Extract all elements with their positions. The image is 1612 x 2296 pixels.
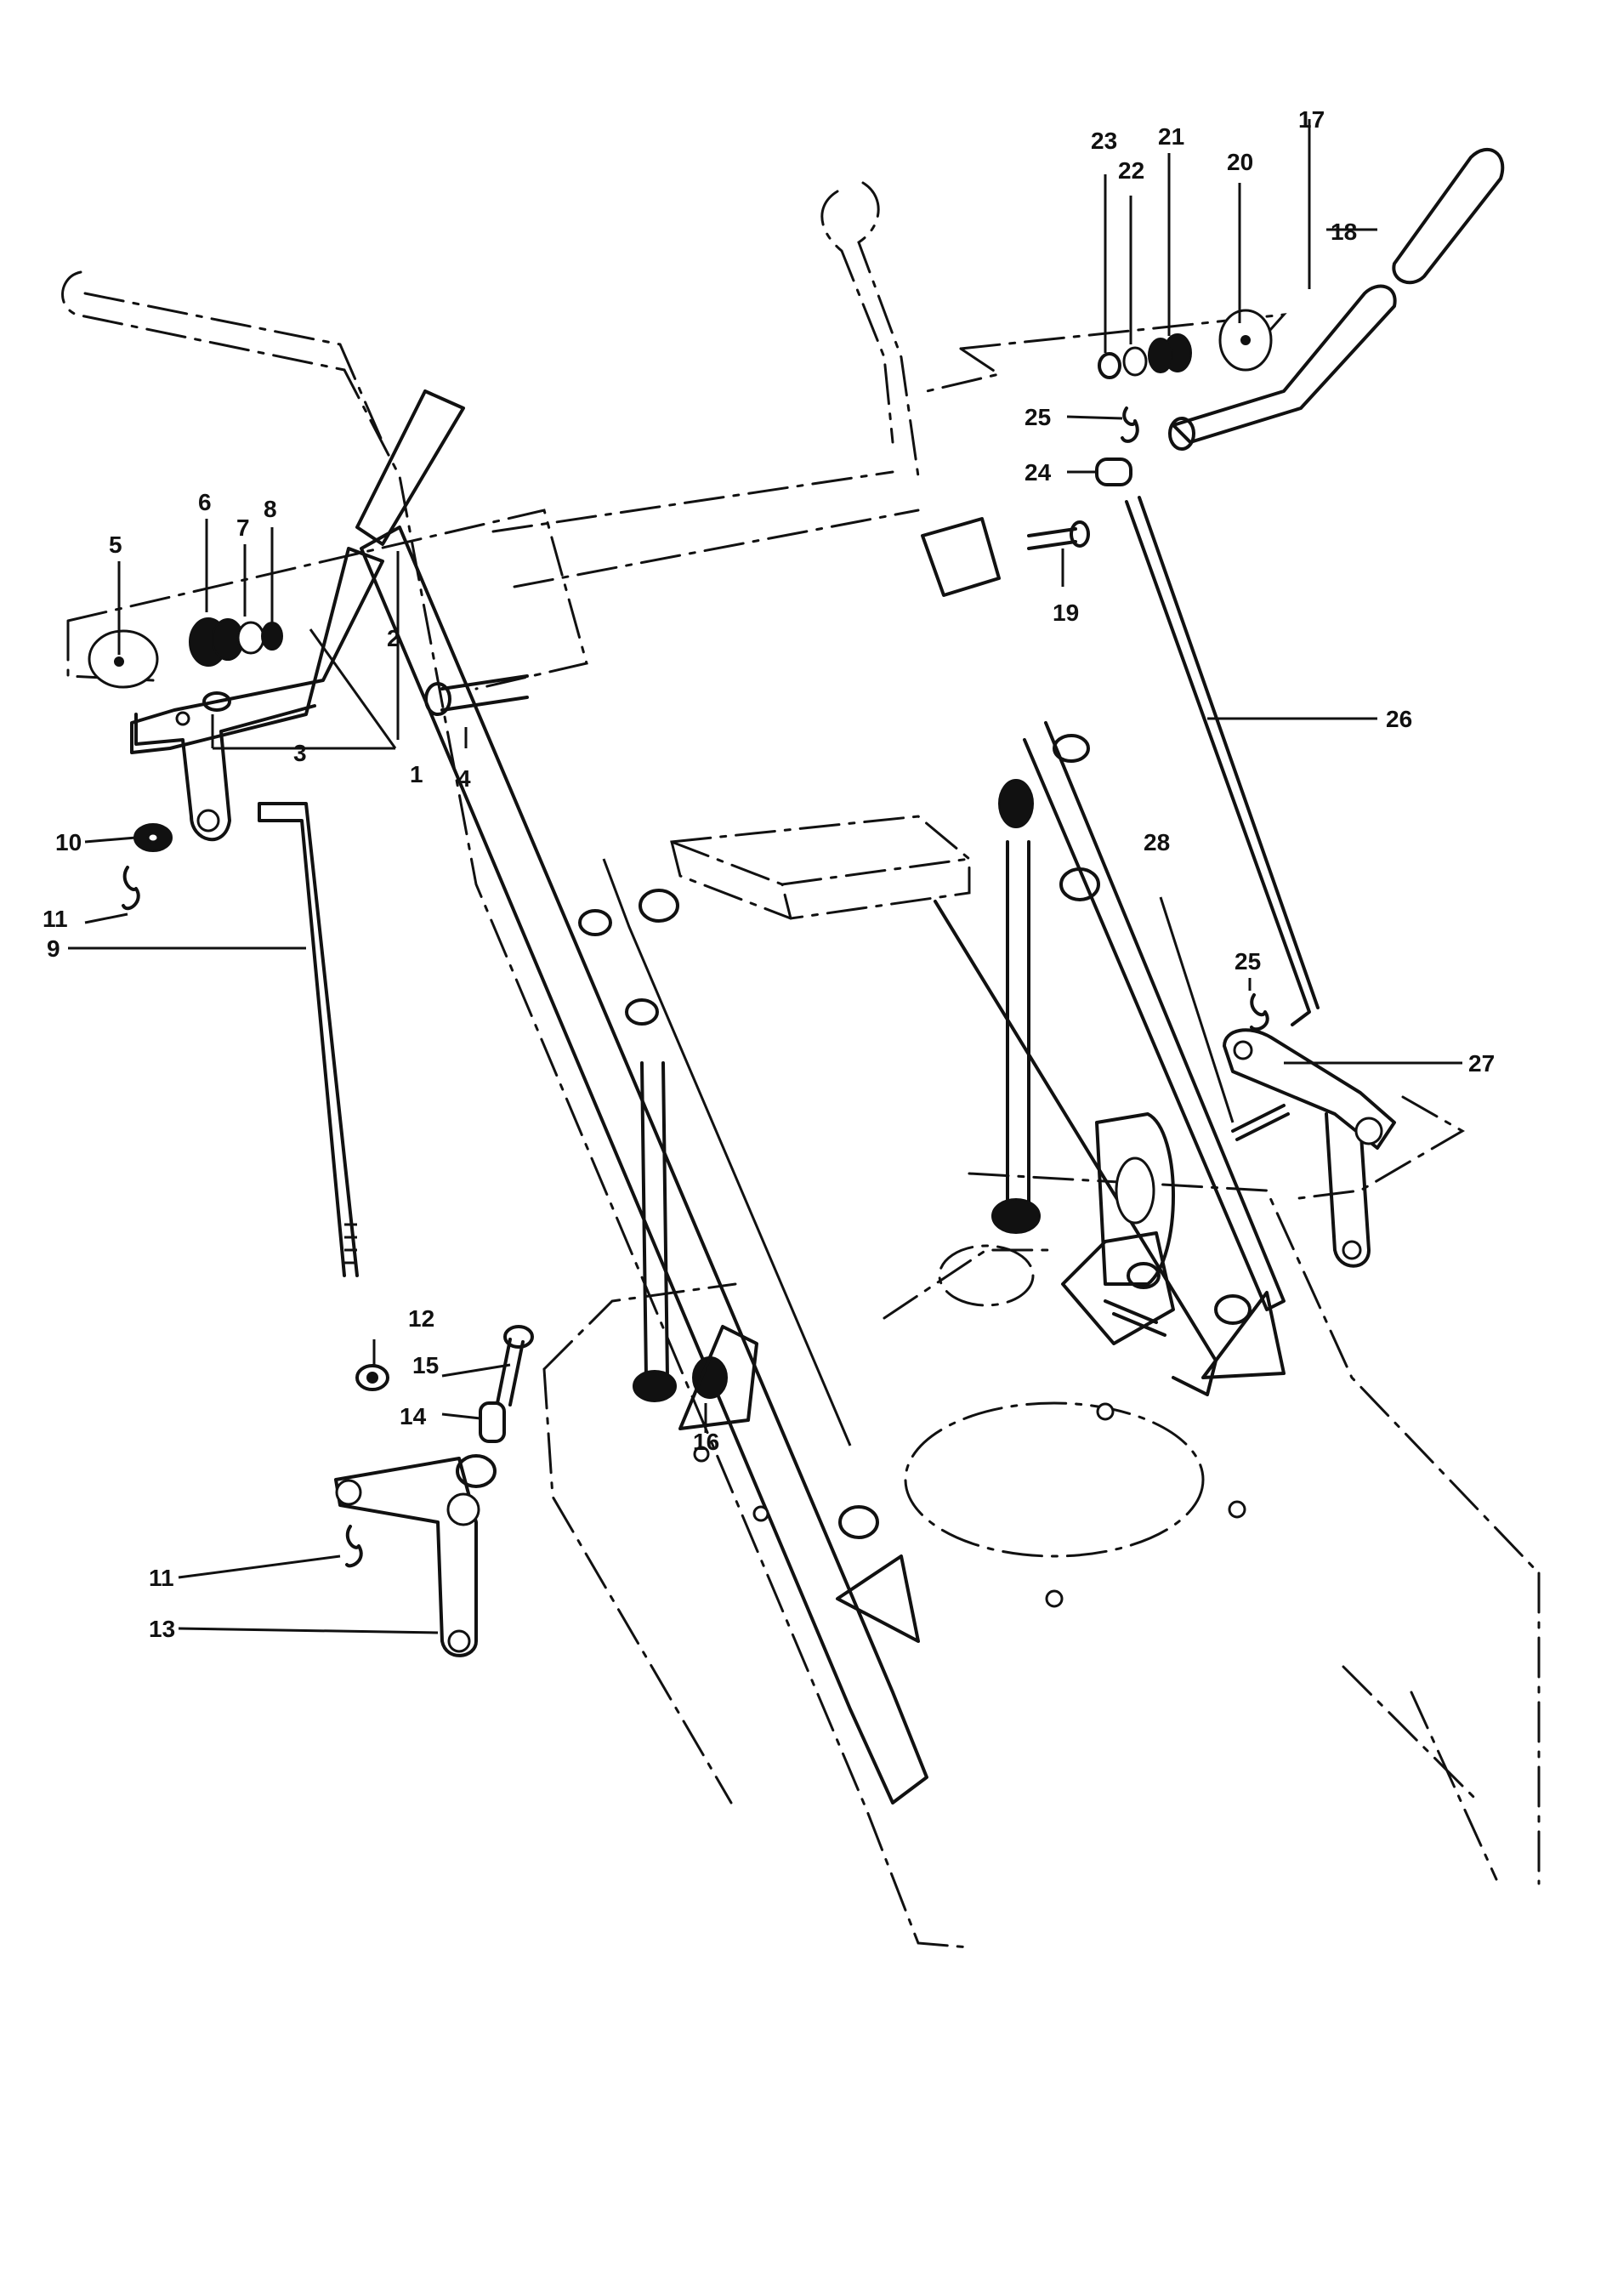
callout-16: 16 <box>693 1429 719 1455</box>
callout-6: 6 <box>198 489 212 515</box>
right-handle-bar <box>1023 721 1286 1311</box>
callout-7: 7 <box>236 514 250 541</box>
part-4-bolt <box>440 674 529 712</box>
callout-20: 20 <box>1227 149 1253 175</box>
left-grip-tube <box>355 389 465 546</box>
callout-9: 9 <box>47 935 60 962</box>
callout-11-lower: 11 <box>149 1565 174 1591</box>
callout-12: 12 <box>408 1305 434 1332</box>
part-28-link <box>1231 1104 1290 1141</box>
callout-10: 10 <box>55 829 82 855</box>
part-21-spring <box>1148 333 1192 373</box>
callout-22: 22 <box>1118 157 1144 184</box>
part-15-bolt <box>496 1338 525 1407</box>
leader-lines <box>68 119 1462 1634</box>
part-14-sleeve <box>479 1401 506 1443</box>
callout-3: 3 <box>293 740 307 766</box>
spring-assembly-left <box>189 617 283 667</box>
callout-17: 17 <box>1298 106 1325 133</box>
callout-26: 26 <box>1386 706 1412 732</box>
phantom-outlines <box>61 181 1541 1949</box>
callout-21: 21 <box>1158 123 1184 150</box>
callout-23: 23 <box>1091 128 1117 154</box>
callout-15: 15 <box>412 1352 439 1378</box>
callout-28: 28 <box>1144 829 1170 855</box>
part-17-lever <box>1172 284 1397 444</box>
part-24-pin <box>1095 457 1132 486</box>
part-16-nut <box>692 1356 728 1399</box>
callout-8: 8 <box>264 496 277 522</box>
callout-2: 2 <box>387 625 400 651</box>
callout-11-upper: 11 <box>43 906 68 932</box>
part-22-washer <box>1122 346 1148 377</box>
part-13-bell-crank <box>334 1454 497 1657</box>
callout-1: 1 <box>410 761 423 787</box>
part-25-clip-upper <box>1121 406 1139 443</box>
part-11-clip-upper <box>122 866 140 911</box>
part-23-nut <box>1098 352 1121 379</box>
part-12-connector <box>355 1364 389 1391</box>
left-handle-bar <box>360 526 928 1804</box>
callout-24: 24 <box>1025 459 1052 486</box>
part-27-bell-crank <box>1223 1028 1396 1268</box>
part-9-rod <box>258 802 359 1277</box>
part-19-bolt <box>1027 527 1077 550</box>
callout-5: 5 <box>109 531 122 558</box>
part-25-clip-lower <box>1250 993 1269 1031</box>
callout-numbers: 1 2 3 4 5 6 7 8 9 10 11 11 12 13 14 15 1… <box>43 106 1495 1642</box>
callout-25-lower: 25 <box>1235 948 1261 975</box>
left-lever <box>130 547 384 754</box>
callout-27: 27 <box>1468 1050 1495 1077</box>
callout-14: 14 <box>400 1403 427 1429</box>
part-18-grip <box>1392 147 1505 285</box>
left-bracket-plate <box>134 704 316 842</box>
callout-4: 4 <box>457 765 471 792</box>
part-26-rod <box>1125 496 1320 1026</box>
callout-25-upper: 25 <box>1025 404 1051 430</box>
callout-19: 19 <box>1053 600 1079 626</box>
callout-18: 18 <box>1331 219 1357 245</box>
part-11-clip-lower <box>345 1525 363 1568</box>
callout-13: 13 <box>149 1616 175 1642</box>
solid-parts <box>88 147 1505 1804</box>
